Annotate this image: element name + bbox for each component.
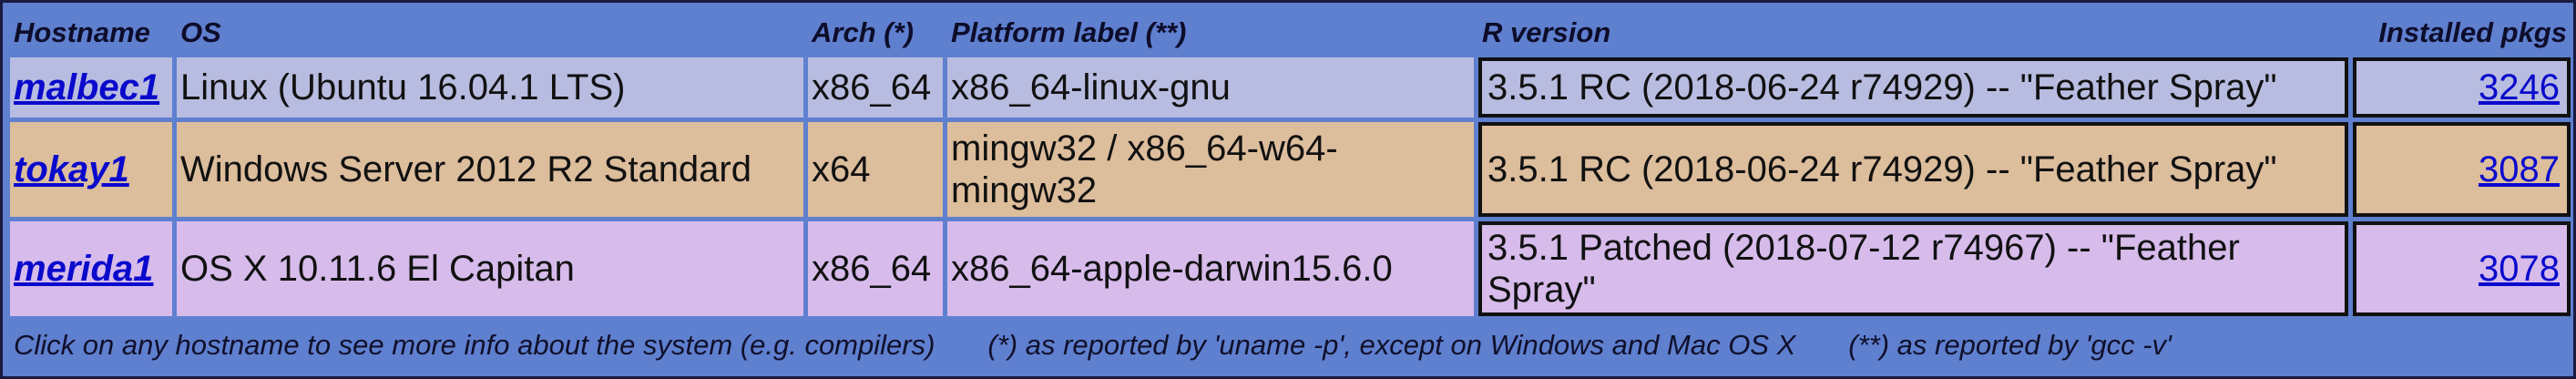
r-version-cell: 3.5.1 RC (2018-06-24 r74929) -- "Feather… bbox=[1478, 57, 2348, 118]
platform-cell: mingw32 / x86_64-w64-mingw32 bbox=[947, 122, 1474, 217]
node-info-table: Hostname OS Arch (*) Platform label (**)… bbox=[5, 5, 2575, 374]
hostname-link-merida1[interactable]: merida1 bbox=[14, 249, 154, 289]
os-cell: OS X 10.11.6 El Capitan bbox=[177, 221, 803, 316]
installed-pkgs-link-merida1[interactable]: 3078 bbox=[2479, 249, 2560, 289]
hostname-cell: merida1 bbox=[10, 221, 172, 316]
platform-cell: x86_64-linux-gnu bbox=[947, 57, 1474, 118]
arch-cell: x86_64 bbox=[808, 221, 943, 316]
header-r-version: R version bbox=[1482, 16, 1611, 48]
os-cell: Windows Server 2012 R2 Standard bbox=[177, 122, 803, 217]
header-os: OS bbox=[180, 16, 221, 48]
footer-notes: Click on any hostname to see more info a… bbox=[10, 321, 2571, 370]
installed-pkgs-cell: 3078 bbox=[2353, 221, 2571, 316]
installed-pkgs-cell: 3246 bbox=[2353, 57, 2571, 118]
footer-note-arch: (*) as reported by 'uname -p', except on… bbox=[987, 329, 1796, 361]
arch-cell: x64 bbox=[808, 122, 943, 217]
header-arch: Arch (*) bbox=[812, 16, 914, 48]
installed-pkgs-cell: 3087 bbox=[2353, 122, 2571, 217]
table-header-row: Hostname OS Arch (*) Platform label (**)… bbox=[10, 10, 2571, 53]
platform-cell: x86_64-apple-darwin15.6.0 bbox=[947, 221, 1474, 316]
hostname-link-tokay1[interactable]: tokay1 bbox=[14, 149, 129, 190]
r-version-cell: 3.5.1 RC (2018-06-24 r74929) -- "Feather… bbox=[1478, 122, 2348, 217]
r-version-cell: 3.5.1 Patched (2018-07-12 r74967) -- "Fe… bbox=[1478, 221, 2348, 316]
arch-cell: x86_64 bbox=[808, 57, 943, 118]
header-hostname: Hostname bbox=[14, 16, 150, 48]
footer-note-hostname: Click on any hostname to see more info a… bbox=[14, 329, 935, 361]
hostname-cell: malbec1 bbox=[10, 57, 172, 118]
table-row: tokay1 Windows Server 2012 R2 Standard x… bbox=[10, 122, 2571, 217]
table-row: malbec1 Linux (Ubuntu 16.04.1 LTS) x86_6… bbox=[10, 57, 2571, 118]
header-installed-pkgs: Installed pkgs bbox=[2378, 16, 2567, 48]
hostname-link-malbec1[interactable]: malbec1 bbox=[14, 67, 160, 108]
os-cell: Linux (Ubuntu 16.04.1 LTS) bbox=[177, 57, 803, 118]
table-row: merida1 OS X 10.11.6 El Capitan x86_64 x… bbox=[10, 221, 2571, 316]
hostname-cell: tokay1 bbox=[10, 122, 172, 217]
footer-row: Click on any hostname to see more info a… bbox=[10, 321, 2571, 370]
header-platform: Platform label (**) bbox=[951, 16, 1187, 48]
installed-pkgs-link-malbec1[interactable]: 3246 bbox=[2479, 67, 2560, 108]
footer-note-platform: (**) as reported by 'gcc -v' bbox=[1848, 329, 2172, 361]
installed-pkgs-link-tokay1[interactable]: 3087 bbox=[2479, 149, 2560, 190]
